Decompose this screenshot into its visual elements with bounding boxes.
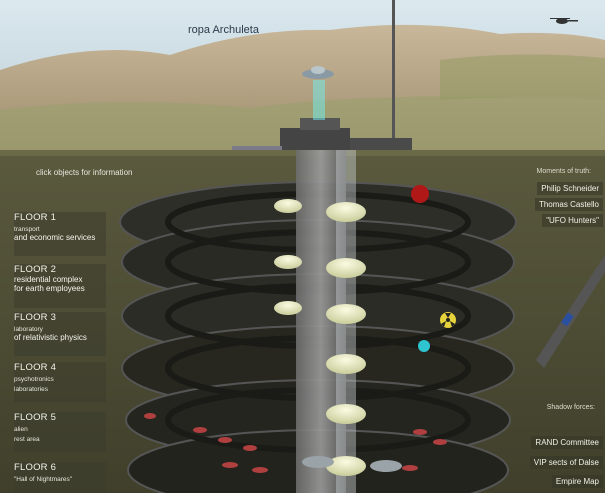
floor-subtitle: alien xyxy=(14,426,28,433)
instruction-text: click objects for information xyxy=(36,168,133,177)
floor-4-panel[interactable]: FLOOR 4 psychotronics laboratories xyxy=(14,362,106,402)
radiation-icon[interactable] xyxy=(440,312,456,328)
ufo-icon[interactable] xyxy=(302,66,334,79)
shadow-link-rand[interactable]: RAND Committee xyxy=(531,436,603,449)
shadow-link-empire-map[interactable]: Empire Map xyxy=(551,475,603,488)
floor-1-panel[interactable]: FLOOR 1 transport and economic services xyxy=(14,212,106,256)
floor-title: FLOOR 2 xyxy=(14,264,57,275)
floor-title: FLOOR 4 xyxy=(14,362,57,373)
cyan-orb-icon[interactable] xyxy=(418,340,430,352)
shadow-heading: Shadow forces: xyxy=(546,404,595,411)
floor-5-panel[interactable]: FLOOR 5 alien rest area xyxy=(14,412,106,452)
light-domes xyxy=(274,199,366,476)
floor-2-panel[interactable]: FLOOR 2 residential complex for earth em… xyxy=(14,264,106,308)
helicopter-icon[interactable] xyxy=(550,18,578,24)
floor-description: for earth employees xyxy=(14,284,85,293)
tram-icon[interactable] xyxy=(536,255,605,368)
shadow-link-vip[interactable]: VIP sects of Dalse xyxy=(529,456,603,469)
floor-subtitle: laboratory xyxy=(14,326,43,333)
floor-title: FLOOR 6 xyxy=(14,462,57,473)
floor-description: laboratories xyxy=(14,386,48,393)
mountain-label: ropa Archuleta xyxy=(188,24,259,36)
floor-6-panel[interactable]: FLOOR 6 "Hall of Nightmares" xyxy=(14,462,106,493)
floor-3-panel[interactable]: FLOOR 3 laboratory of relativistic physi… xyxy=(14,312,106,356)
moment-link-philip[interactable]: Philip Schneider xyxy=(537,182,603,195)
floor-description: "Hall of Nightmares" xyxy=(14,476,73,483)
moment-link-ufo-hunters[interactable]: "UFO Hunters" xyxy=(542,214,603,227)
floor-description: rest area xyxy=(14,436,40,443)
moments-heading: Moments of truth: xyxy=(536,168,591,175)
floor-description: and economic services xyxy=(14,233,96,242)
floor-subtitle: residential complex xyxy=(14,275,83,284)
ufo-parked-icon[interactable] xyxy=(302,456,402,472)
floor-description: of relativistic physics xyxy=(14,333,87,342)
floor-title: FLOOR 5 xyxy=(14,412,57,423)
floor-title: FLOOR 3 xyxy=(14,312,57,323)
red-beacon-icon[interactable] xyxy=(411,185,429,203)
floor-title: FLOOR 1 xyxy=(14,212,57,223)
moment-link-thomas[interactable]: Thomas Castello xyxy=(534,198,603,211)
floor-subtitle: transport xyxy=(14,226,40,233)
floor-subtitle: psychotronics xyxy=(14,376,54,383)
